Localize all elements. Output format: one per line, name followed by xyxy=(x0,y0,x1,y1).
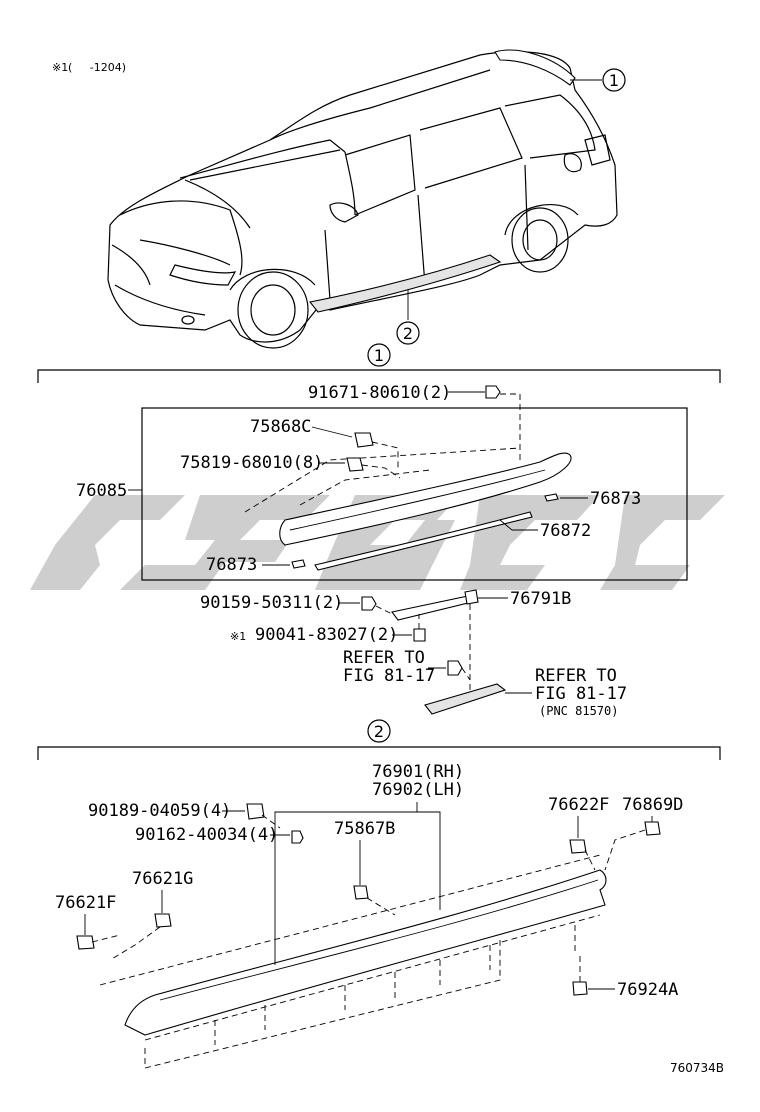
part-76872: 76872 xyxy=(499,519,591,541)
callout-2: 2 xyxy=(396,290,420,345)
part-76901-76902: 76901(RH) 76902(LH) xyxy=(274,762,464,965)
svg-text:76924A: 76924A xyxy=(617,980,678,1000)
svg-text:FIG 81-17: FIG 81-17 xyxy=(535,684,627,704)
svg-text:76873: 76873 xyxy=(590,489,641,509)
refer-fig-81-17-a: REFER TO FIG 81-17 xyxy=(343,648,471,686)
screw-icon xyxy=(447,660,463,676)
svg-text:REFER TO: REFER TO xyxy=(343,648,425,668)
svg-text:1: 1 xyxy=(374,346,384,365)
svg-text:76901(RH): 76901(RH) xyxy=(372,762,464,782)
part-75819-68010: 75819-68010(8) xyxy=(180,453,401,479)
note-mark: ※1 xyxy=(52,61,68,74)
part-90159-50311: 90159-50311(2) xyxy=(200,593,393,615)
svg-text:91671-80610(2): 91671-80610(2) xyxy=(308,383,451,403)
svg-text:2: 2 xyxy=(403,324,413,343)
svg-text:76869D: 76869D xyxy=(622,795,683,815)
svg-text:76902(LH): 76902(LH) xyxy=(372,780,464,800)
part-76873-left: 76873 xyxy=(206,555,306,575)
svg-text:75867B: 75867B xyxy=(334,819,395,839)
clip-icon xyxy=(76,935,95,950)
part-75867B: 75867B xyxy=(334,819,395,916)
clip-icon xyxy=(353,885,369,900)
screw-icon xyxy=(485,385,501,399)
part-76873-right: 76873 xyxy=(544,489,641,509)
side-skirt-illustration xyxy=(99,854,607,1069)
clip-icon xyxy=(154,913,172,928)
svg-text:※1: ※1 xyxy=(230,630,246,643)
part-90189-04059: 90189-04059(4) xyxy=(88,801,281,829)
svg-text:76873: 76873 xyxy=(206,555,257,575)
part-76869D: 76869D xyxy=(604,795,683,871)
clip-icon xyxy=(246,803,265,820)
svg-text:76791B: 76791B xyxy=(510,589,571,609)
svg-text:FIG 81-17: FIG 81-17 xyxy=(343,666,435,686)
note-range: ( -1204) xyxy=(68,61,126,74)
section-1-header: 1 xyxy=(37,343,721,383)
svg-text:76621G: 76621G xyxy=(132,869,193,889)
car-illustration xyxy=(107,49,618,349)
svg-text:75819-68010(8): 75819-68010(8) xyxy=(180,453,323,473)
callout-1: 1 xyxy=(570,68,626,92)
svg-text:90159-50311(2): 90159-50311(2) xyxy=(200,593,343,613)
svg-text:90041-83027(2): 90041-83027(2) xyxy=(255,625,398,645)
part-76791B: 76791B xyxy=(391,589,571,690)
clip-icon xyxy=(569,839,587,854)
clip-icon xyxy=(644,821,661,836)
clip-icon xyxy=(346,457,364,472)
part-90041-83027: ※1 90041-83027(2) xyxy=(230,614,426,645)
part-91671-80610: 91671-80610(2) xyxy=(308,383,521,460)
svg-text:(PNC 81570): (PNC 81570) xyxy=(539,704,618,718)
svg-text:1: 1 xyxy=(609,71,619,90)
part-76622F: 76622F xyxy=(548,795,609,871)
screw-icon xyxy=(291,830,304,844)
svg-text:90162-40034(4): 90162-40034(4) xyxy=(135,825,278,845)
screw-icon xyxy=(361,596,377,611)
svg-text:2: 2 xyxy=(374,722,384,741)
diagram-code: 760734B xyxy=(670,1061,724,1075)
clip-icon xyxy=(354,432,374,448)
clip-icon xyxy=(572,981,588,996)
part-90162-40034: 90162-40034(4) xyxy=(135,825,304,845)
refer-fig-81-17-b: REFER TO FIG 81-17 (PNC 81570) xyxy=(424,666,627,718)
rear-spoiler-illustration xyxy=(244,447,572,571)
part-75868C: 75868C xyxy=(250,417,399,470)
svg-text:76622F: 76622F xyxy=(548,795,609,815)
section-2-header: 2 xyxy=(37,719,721,760)
watermark-logo xyxy=(30,495,725,590)
part-76085: 76085 xyxy=(76,481,142,501)
svg-text:76621F: 76621F xyxy=(55,893,116,913)
svg-text:75868C: 75868C xyxy=(250,417,311,437)
part-76621F: 76621F xyxy=(55,893,121,950)
svg-text:76085: 76085 xyxy=(76,481,127,501)
spoiler-assembly-box xyxy=(141,407,688,581)
svg-text:90189-04059(4): 90189-04059(4) xyxy=(88,801,231,821)
part-76924A: 76924A xyxy=(572,955,678,1000)
svg-text:REFER TO: REFER TO xyxy=(535,666,617,686)
svg-text:76872: 76872 xyxy=(540,521,591,541)
part-76621G: 76621G xyxy=(109,869,193,961)
